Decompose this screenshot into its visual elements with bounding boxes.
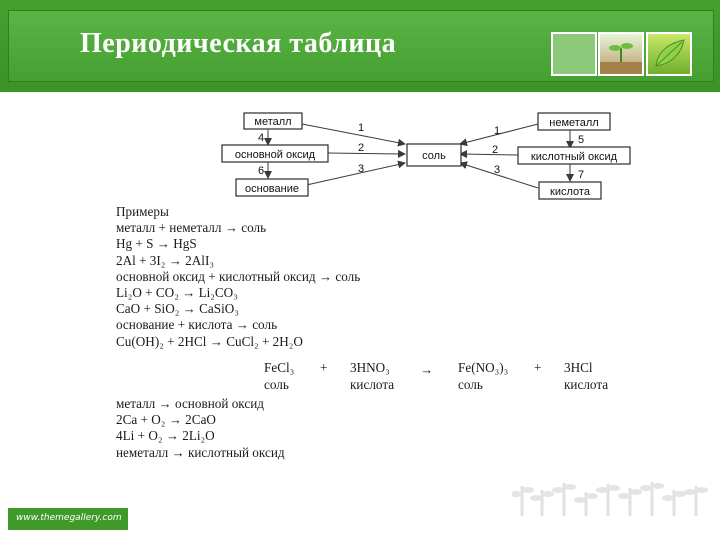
footer-bar: [8, 508, 128, 530]
example-line: 2Ca + O₂ → 2CaO: [116, 412, 216, 428]
plus-sign: +: [320, 360, 328, 375]
reactant2-formula: 3HNO₃: [350, 360, 390, 375]
box-acidic-oxide-label: кислотный оксид: [531, 151, 618, 163]
example-line: Hg + S → HgS: [116, 236, 197, 252]
num-basic-oxide-salt: 2: [358, 142, 364, 154]
sprout-icon: [600, 43, 642, 74]
example-line: 2Al + 3I₂ → 2AlI₃: [116, 252, 214, 268]
decor-thumbnail-leaf: [646, 32, 692, 76]
examples-block: Примеры металл + неметалл → соль Hg + S …: [116, 204, 360, 350]
num-base-salt: 3: [358, 163, 364, 175]
box-acid-label: кислота: [550, 186, 591, 198]
plants-icon: [510, 482, 708, 516]
plus-sign: +: [534, 360, 542, 375]
box-basic-oxide-label: основной оксид: [235, 149, 316, 161]
example-line: Cu(OH)₂ + 2HCl → CuCl₂ + 2H₂O: [116, 333, 303, 349]
product2-formula: 3HCl: [564, 360, 593, 375]
num-basic-oxide-base: 6: [258, 165, 264, 177]
example-line: металл + неметалл → соль: [116, 220, 267, 236]
num-acid-salt: 3: [494, 164, 500, 176]
product1-label: соль: [458, 377, 483, 392]
box-salt-label: соль: [422, 150, 446, 162]
box-salt: [406, 143, 462, 167]
num-metal-basic-oxide: 4: [258, 132, 264, 144]
reaction-diagram: металл основной оксид основание соль нем…: [210, 100, 640, 210]
examples-heading: Примеры: [116, 204, 169, 219]
num-acidic-oxide-acid: 7: [578, 169, 584, 181]
num-nonmetal-acidic-oxide: 5: [578, 134, 584, 146]
product1-formula: Fe(NO₃)₃: [458, 360, 509, 375]
plants-decoration: [510, 478, 712, 523]
box-base: [235, 178, 309, 197]
box-acid: [538, 181, 602, 200]
example-line: CaO + SiO₂ → CaSiO₃: [116, 301, 239, 317]
example-line: основной оксид + кислотный оксид → соль: [116, 268, 361, 284]
product2-label: кислота: [564, 377, 609, 392]
examples-block-2: металл → основной оксид 2Ca + O₂ → 2CaO …: [116, 396, 285, 461]
num-acidic-oxide-salt: 2: [492, 144, 498, 156]
slide-title: Периодическая таблица: [80, 28, 397, 59]
num-nonmetal-salt: 1: [494, 125, 500, 137]
example-line: Li₂O + CO₂ → Li₂CO₃: [116, 284, 238, 300]
reactant1-formula: FeCl₃: [264, 360, 295, 375]
example-line: неметалл → кислотный оксид: [116, 444, 285, 460]
example-line: основание + кислота → соль: [116, 317, 278, 333]
decor-thumbnail-sprout: [598, 32, 644, 76]
box-acidic-oxide: [517, 146, 631, 165]
box-base-label: основание: [245, 183, 299, 195]
example-line: 4Li + O₂ → 2Li₂O: [116, 428, 215, 444]
box-basic-oxide: [221, 144, 329, 163]
box-metal: [243, 112, 303, 130]
leaf-icon: [655, 39, 685, 67]
example-line: металл → основной оксид: [116, 396, 264, 411]
decor-thumbnail-green: [551, 32, 597, 76]
reactant2-label: кислота: [350, 377, 395, 392]
num-metal-salt: 1: [358, 122, 364, 134]
reactant1-label: соль: [264, 377, 289, 392]
box-nonmetal: [537, 112, 611, 131]
box-metal-label: металл: [254, 116, 291, 128]
reaction-arrow: →: [420, 362, 434, 377]
box-nonmetal-label: неметалл: [549, 117, 598, 129]
footer-url: www.themegallery.com: [16, 513, 122, 523]
